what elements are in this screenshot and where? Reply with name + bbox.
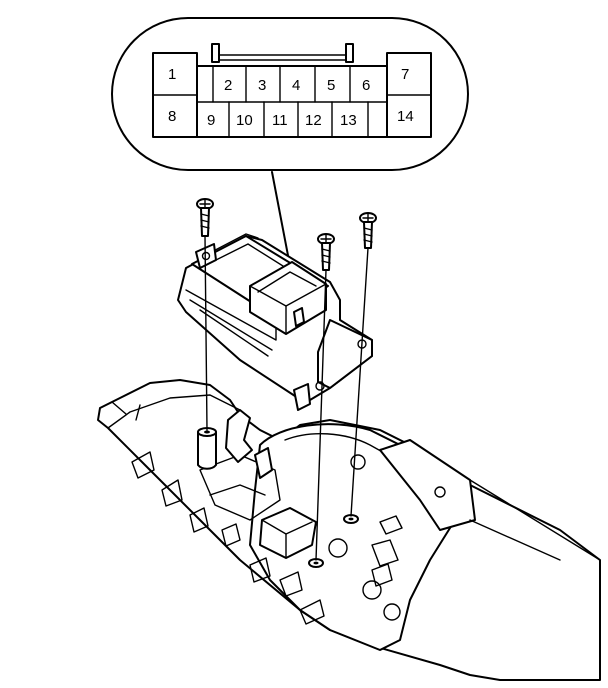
pin-13: 13 xyxy=(340,112,357,129)
pin-5: 5 xyxy=(327,77,335,94)
screw-left xyxy=(196,198,214,237)
mounting-boss-center xyxy=(308,558,324,568)
pin-7: 7 xyxy=(401,66,409,83)
pin-10: 10 xyxy=(236,112,253,129)
connector-callout: 1 2 3 4 5 6 7 8 9 10 11 12 13 14 xyxy=(111,17,469,171)
pin-2: 2 xyxy=(224,77,232,94)
screw-center xyxy=(317,233,335,271)
pin-6: 6 xyxy=(362,77,370,94)
alignment-line-left xyxy=(204,235,208,431)
pin-4: 4 xyxy=(292,77,300,94)
alignment-line-center xyxy=(315,269,327,561)
pin-1: 1 xyxy=(168,66,176,83)
pin-9: 9 xyxy=(207,112,215,129)
pin-labels: 1 2 3 4 5 6 7 8 9 10 11 12 13 14 xyxy=(168,66,414,129)
pin-11: 11 xyxy=(272,112,288,129)
mounting-boss-left xyxy=(197,427,217,470)
pin-8: 8 xyxy=(168,108,176,125)
pin-3: 3 xyxy=(258,77,266,94)
pin-12: 12 xyxy=(305,112,322,129)
console-panel xyxy=(97,379,601,681)
pin-14: 14 xyxy=(397,108,414,125)
connector-face xyxy=(152,43,432,138)
alignment-line-right xyxy=(350,247,369,517)
screw-right xyxy=(359,212,377,249)
